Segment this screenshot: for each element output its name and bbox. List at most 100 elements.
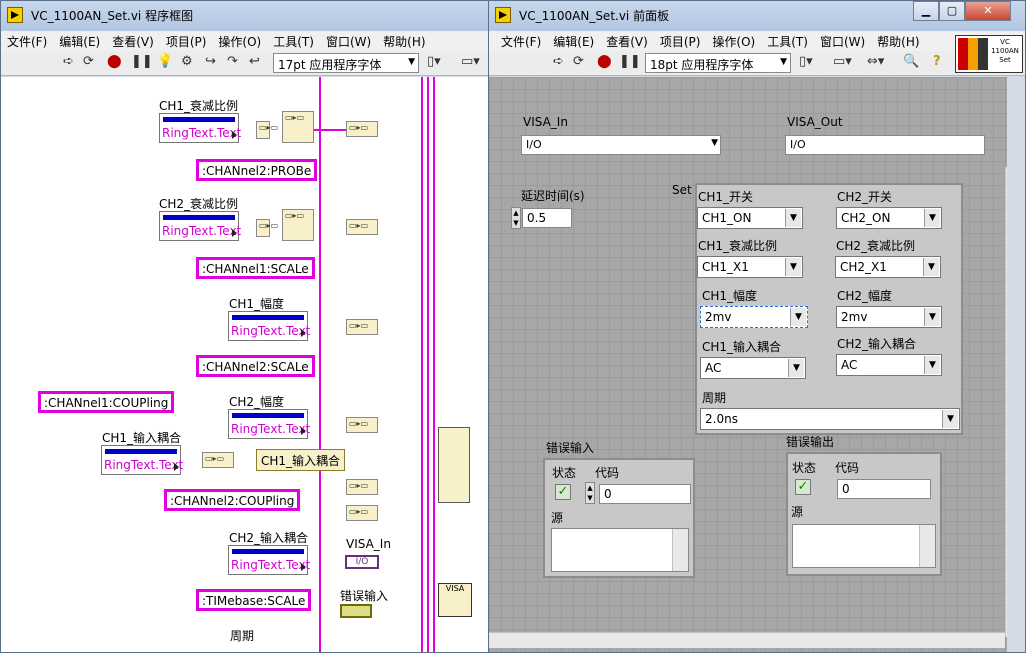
ch2-switch-select[interactable]: CH2_ON▼ — [836, 207, 942, 229]
menu-operate[interactable]: 操作(O) — [218, 35, 262, 49]
menu-operate[interactable]: 操作(O) — [712, 35, 756, 49]
visa-terminal[interactable]: I/O — [345, 555, 379, 569]
index-node[interactable] — [256, 121, 278, 139]
ch1-amp-select[interactable]: 2mv▼ — [700, 306, 808, 328]
format-string-node[interactable] — [282, 209, 314, 241]
index-node[interactable] — [256, 219, 278, 237]
format-string-node[interactable] — [282, 111, 314, 143]
diagram-toolbar: ➪ ⟳ ⬤ ❚❚ 💡 ⚙ ↪ ↷ ↩ 17pt 应用程序字体 ▯▾ ▭▾ — [1, 51, 489, 76]
align-icon[interactable]: ▯▾ — [799, 54, 813, 69]
ring-control[interactable]: RingText.Text — [159, 211, 241, 241]
vertical-scrollbar[interactable] — [1005, 167, 1007, 637]
concat-node[interactable] — [346, 219, 378, 235]
string-constant[interactable]: CH1_输入耦合 — [256, 449, 346, 471]
horizontal-scrollbar[interactable] — [489, 632, 1005, 648]
diagram-font-select[interactable]: 17pt 应用程序字体 — [273, 53, 419, 73]
error-cluster-terminal[interactable] — [340, 604, 372, 618]
pause-icon[interactable]: ❚❚ — [619, 54, 641, 69]
build-array-node[interactable] — [438, 427, 470, 503]
ch2-amp-select[interactable]: 2mv▼ — [836, 306, 942, 328]
visa-in-label: VISA_In — [346, 537, 391, 551]
menu-file[interactable]: 文件(F) — [501, 35, 542, 49]
panel-font-select[interactable]: 18pt 应用程序字体 — [645, 53, 791, 73]
error-in-code-input[interactable]: 0 — [599, 484, 691, 504]
diagram-canvas[interactable]: CH1_衰减比例 RingText.Text :CHANnel2:PROBe C… — [1, 77, 489, 652]
error-in-source-input[interactable] — [551, 528, 689, 572]
menu-view[interactable]: 查看(V) — [606, 35, 648, 49]
concat-node[interactable] — [202, 452, 234, 468]
step-out-icon[interactable]: ↩ — [249, 54, 260, 69]
string-constant[interactable]: :CHANnel2:PROBe — [196, 159, 318, 181]
menu-project[interactable]: 项目(P) — [659, 35, 701, 49]
string-constant[interactable]: :CHANnel2:SCALe — [196, 355, 315, 377]
close-button[interactable]: ✕ — [965, 1, 1011, 21]
connector-pane-icon — [958, 38, 988, 70]
pause-icon[interactable]: ❚❚ — [131, 54, 153, 69]
delay-input[interactable]: 0.5 — [522, 208, 572, 228]
abort-icon[interactable]: ⬤ — [107, 54, 122, 69]
run-continuous-icon[interactable]: ⟳ — [573, 54, 584, 69]
retain-wire-icon[interactable]: ⚙ — [181, 54, 193, 69]
error-in-status-checkbox[interactable]: ✓ — [555, 484, 571, 500]
ring-control[interactable]: RingText.Text — [228, 545, 310, 575]
run-arrow-icon[interactable]: ➪ — [553, 54, 564, 69]
run-continuous-icon[interactable]: ⟳ — [83, 54, 94, 69]
concat-node[interactable] — [346, 479, 378, 495]
ch2-atten-select[interactable]: CH2_X1▼ — [835, 256, 941, 278]
step-into-icon[interactable]: ↪ — [205, 54, 216, 69]
menu-view[interactable]: 查看(V) — [112, 35, 154, 49]
string-constant[interactable]: :CHANnel2:COUPling — [164, 489, 301, 511]
period-label: 周期 — [230, 629, 255, 643]
resize-icon[interactable]: ⇔▾ — [867, 54, 885, 69]
step-over-icon[interactable]: ↷ — [227, 54, 238, 69]
align-icon[interactable]: ▯▾ — [427, 54, 441, 69]
delay-stepper[interactable]: ▲▼ — [511, 207, 521, 229]
menu-file[interactable]: 文件(F) — [7, 35, 48, 49]
wire — [314, 129, 346, 131]
menu-edit[interactable]: 编辑(E) — [59, 35, 101, 49]
ring-control[interactable]: RingText.Text — [159, 113, 241, 143]
concat-node[interactable] — [346, 417, 378, 433]
highlight-bulb-icon[interactable]: 💡 — [157, 54, 174, 69]
error-out-code-indicator: 0 — [837, 479, 931, 499]
distribute-icon[interactable]: ▭▾ — [461, 54, 480, 69]
concat-node[interactable] — [346, 505, 378, 521]
error-in-code-stepper[interactable]: ▲▼ — [585, 482, 595, 504]
menu-window[interactable]: 窗口(W) — [819, 35, 866, 49]
ch1-atten-select[interactable]: CH1_X1▼ — [697, 256, 803, 278]
run-arrow-icon[interactable]: ➪ — [63, 54, 74, 69]
help-icon[interactable]: ? — [933, 54, 941, 69]
menu-help[interactable]: 帮助(H) — [877, 35, 920, 49]
string-constant[interactable]: :TIMebase:SCALe — [196, 589, 312, 611]
menu-project[interactable]: 项目(P) — [165, 35, 207, 49]
string-constant[interactable]: :CHANnel1:COUPling — [38, 391, 175, 413]
string-constant[interactable]: :CHANnel1:SCALe — [196, 257, 315, 279]
minimize-button[interactable]: ▁ — [913, 1, 939, 21]
ring-control[interactable]: RingText.Text — [228, 311, 310, 341]
diagram-titlebar[interactable]: VC_1100AN_Set.vi 程序框图 — [1, 1, 489, 31]
menu-tools[interactable]: 工具(T) — [273, 35, 314, 49]
maximize-button[interactable]: ▢ — [939, 1, 965, 21]
front-panel-canvas[interactable]: VISA_In I/O▼ VISA_Out I/O 延迟时间(s) ▲▼ 0.5… — [489, 77, 1007, 652]
vi-icon[interactable]: VC 1100AN Set — [955, 35, 1023, 73]
error-out-status-label: 状态 — [792, 461, 817, 475]
panel-titlebar[interactable]: VC_1100AN_Set.vi 前面板 ▁ ▢ ✕ — [489, 1, 1025, 31]
ch2-coupling-select[interactable]: AC▼ — [836, 354, 942, 376]
ring-control[interactable]: RingText.Text — [228, 409, 310, 439]
ring-control[interactable]: RingText.Text — [101, 445, 183, 475]
menu-help[interactable]: 帮助(H) — [383, 35, 426, 49]
menu-tools[interactable]: 工具(T) — [767, 35, 808, 49]
visa-write-node[interactable]: VISA — [438, 583, 472, 617]
period-select[interactable]: 2.0ns▼ — [700, 408, 960, 430]
menu-window[interactable]: 窗口(W) — [325, 35, 372, 49]
ch1-coupling-select[interactable]: AC▼ — [700, 357, 806, 379]
concat-node[interactable] — [346, 319, 378, 335]
concat-node[interactable] — [346, 121, 378, 137]
visa-in-control[interactable]: I/O▼ — [521, 135, 721, 155]
error-out-source-indicator — [792, 524, 936, 568]
menu-edit[interactable]: 编辑(E) — [553, 35, 595, 49]
ch1-switch-select[interactable]: CH1_ON▼ — [697, 207, 803, 229]
distribute-icon[interactable]: ▭▾ — [833, 54, 852, 69]
search-icon[interactable]: 🔍 — [903, 54, 920, 69]
abort-icon[interactable]: ⬤ — [597, 54, 612, 69]
